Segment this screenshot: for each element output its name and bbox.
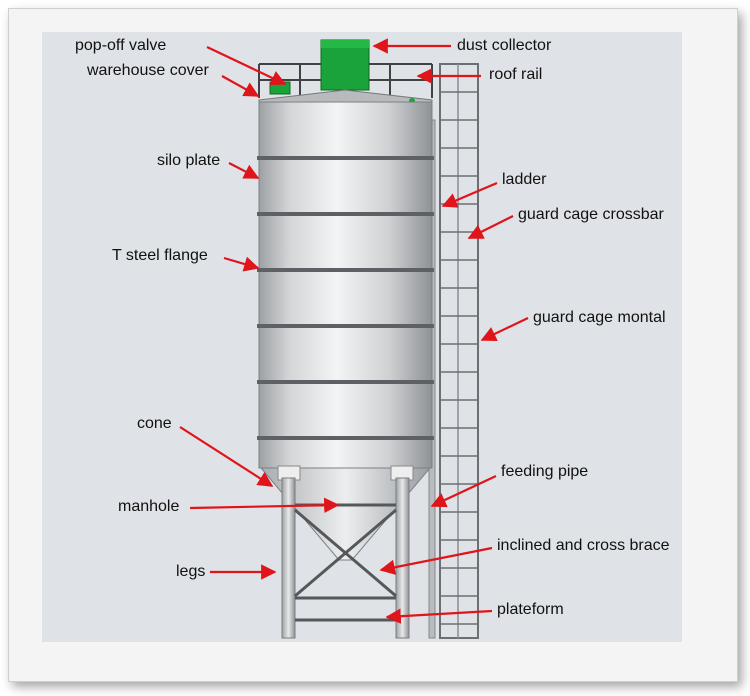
label-feeding-pipe: feeding pipe: [501, 463, 589, 480]
label-manhole: manhole: [118, 498, 180, 515]
label-legs: legs: [176, 563, 206, 580]
label-plateform: plateform: [497, 601, 564, 618]
label-t-steel-flange: T steel flange: [112, 247, 208, 264]
label-silo-plate: silo plate: [157, 152, 221, 169]
label-inclined-cross-brace: inclined and cross brace: [497, 537, 670, 554]
label-roof-rail: roof rail: [489, 66, 543, 83]
label-ladder: ladder: [502, 171, 547, 188]
label-guard-cage-crossbar: guard cage crossbar: [518, 206, 664, 223]
label-dust-collector: dust collector: [457, 37, 552, 54]
label-pop-off-valve: pop-off valve: [75, 37, 167, 54]
label-guard-cage-montal: guard cage montal: [533, 309, 666, 326]
t-steel-flanges: [257, 156, 434, 440]
label-warehouse-cover: warehouse cover: [87, 62, 209, 79]
pop-off-valve-shape: [269, 81, 291, 95]
leg-left: [281, 477, 296, 639]
dust-collector-shape: [320, 39, 370, 91]
leg-right: [395, 477, 410, 639]
label-cone: cone: [137, 415, 172, 432]
annotation-arrows: [179, 38, 529, 624]
braces: [294, 503, 397, 622]
